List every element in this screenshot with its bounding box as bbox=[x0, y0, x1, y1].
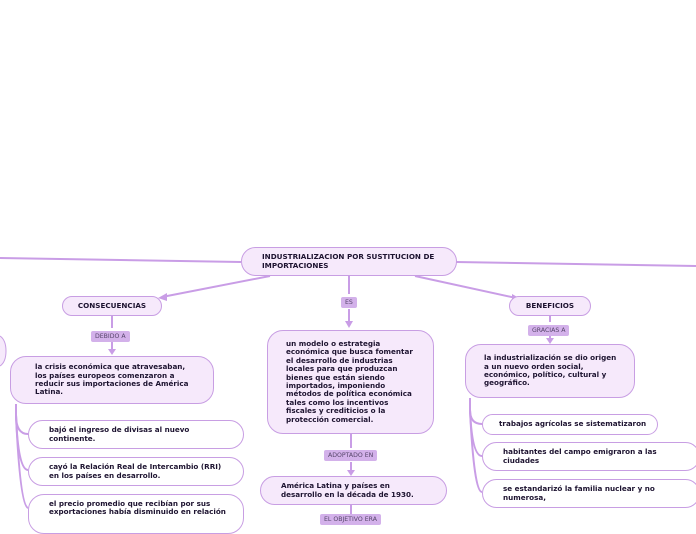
consecuencias-node[interactable]: CONSECUENCIAS bbox=[62, 296, 162, 316]
root-title: INDUSTRIALIZACION POR SUSTITUCION DE IMP… bbox=[262, 252, 435, 270]
consequence-item[interactable]: el precio promedio que recibían por sus … bbox=[28, 494, 244, 534]
connector-lines bbox=[0, 257, 696, 515]
benefit-item-text: se estandarizó la familia nuclear y no n… bbox=[503, 484, 655, 502]
benefit-item[interactable]: trabajos agrícolas se sistematizaron bbox=[482, 414, 658, 435]
consequence-text: el precio promedio que recibían por sus … bbox=[49, 499, 226, 517]
consequence-text: cayó la Relación Real de Intercambio (RR… bbox=[49, 462, 222, 480]
beneficios-node[interactable]: BENEFICIOS bbox=[509, 296, 591, 316]
consequence-item[interactable]: bajó el ingreso de divisas al nuevo cont… bbox=[28, 420, 244, 449]
beneficios-title: BENEFICIOS bbox=[525, 300, 575, 310]
cause-text: la crisis económica que atravesaban, los… bbox=[35, 362, 189, 397]
benefit-item-text: habitantes del campo emigraron a las ciu… bbox=[503, 447, 657, 465]
adopted-node[interactable]: América Latina y países en desarrollo en… bbox=[260, 476, 447, 505]
es-label: ES bbox=[341, 297, 357, 308]
benefit-item[interactable]: habitantes del campo emigraron a las ciu… bbox=[482, 442, 696, 471]
benefit-item-text: trabajos agrícolas se sistematizaron bbox=[499, 419, 647, 429]
adoptado-en-label: ADOPTADO EN bbox=[324, 450, 378, 461]
consecuencias-title: CONSECUENCIAS bbox=[77, 300, 147, 310]
definition-text: un modelo o estrategia económica que bus… bbox=[286, 338, 413, 424]
benefit-node[interactable]: la industrialización se dio origen a un … bbox=[465, 344, 635, 398]
benefit-item[interactable]: se estandarizó la familia nuclear y no n… bbox=[482, 479, 696, 508]
debido-a-label: DEBIDO A bbox=[91, 331, 130, 342]
root-node[interactable]: INDUSTRIALIZACION POR SUSTITUCION DE IMP… bbox=[241, 247, 457, 276]
benefit-text: la industrialización se dio origen a un … bbox=[484, 353, 617, 388]
gracias-a-label: GRACIAS A bbox=[528, 325, 570, 336]
adopted-text: América Latina y países en desarrollo en… bbox=[281, 481, 414, 499]
consequence-item[interactable]: cayó la Relación Real de Intercambio (RR… bbox=[28, 457, 244, 486]
cause-node[interactable]: la crisis económica que atravesaban, los… bbox=[10, 356, 214, 404]
consequence-text: bajó el ingreso de divisas al nuevo cont… bbox=[49, 425, 190, 443]
definition-node[interactable]: un modelo o estrategia económica que bus… bbox=[267, 330, 434, 434]
